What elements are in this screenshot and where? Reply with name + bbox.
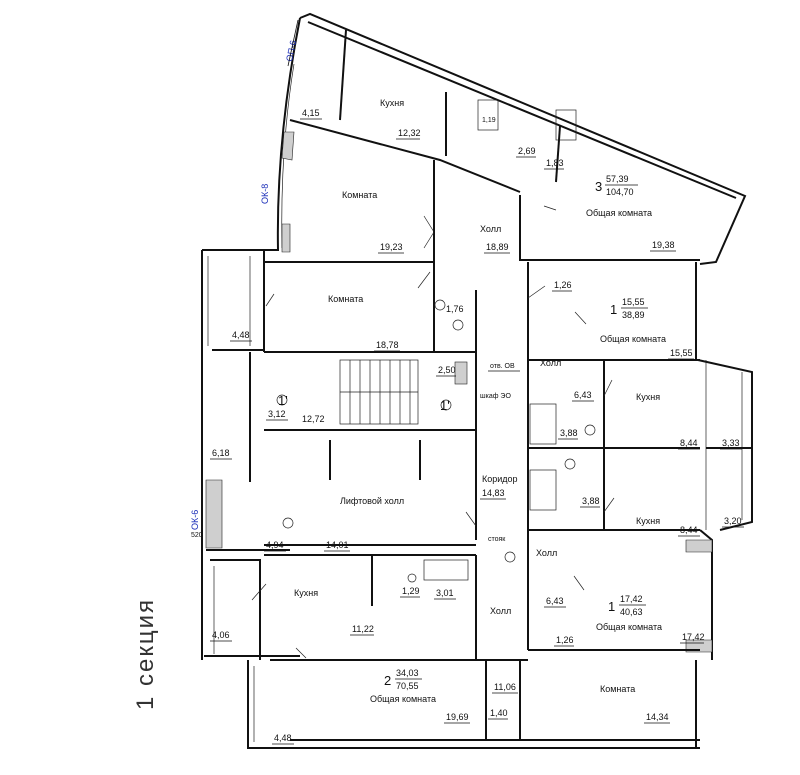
area-common-2: 19,69 [446, 712, 469, 722]
apt1a-total: 38,89 [622, 310, 645, 320]
apt3-total: 104,70 [606, 187, 634, 197]
area-hall-top: 18,89 [486, 242, 509, 252]
area-balcony-r1: 3,33 [722, 438, 740, 448]
area-bath-mid-2: 3,88 [582, 496, 600, 506]
label-otv: отв. ОВ [490, 363, 515, 370]
area-left-6-18: 6,18 [212, 448, 230, 458]
area-bath-top-3: 1,19 [482, 117, 496, 124]
area-room-a: 19,23 [380, 242, 403, 252]
apt1a-living: 15,55 [622, 297, 645, 307]
apt1a-number: 1 [610, 302, 617, 317]
area-balcony-b: 4,48 [232, 330, 250, 340]
area-kitchen-r1: 8,44 [680, 438, 698, 448]
area-kitchen-top: 12,32 [398, 128, 421, 138]
area-balcony-2b: 4,48 [274, 733, 292, 743]
room-kitchen-r1: Кухня [636, 392, 660, 402]
stair-details [276, 359, 516, 563]
axis-mid: ОК-8 [260, 184, 270, 204]
area-room-b: 18,78 [376, 340, 399, 350]
room-corridor: Коридор [482, 474, 518, 484]
area-wc-1b: 6,43 [546, 596, 564, 606]
room-c: Комната [600, 684, 635, 694]
outer-walls [201, 12, 753, 749]
area-bath-2a: 1,29 [402, 586, 420, 596]
area-common-3: 19,38 [652, 240, 675, 250]
area-common-1a: 15,55 [670, 348, 693, 358]
axis-left: ОК-6 [190, 510, 200, 530]
bathroom-fixtures [407, 99, 596, 583]
area-balcony-top: 4,15 [302, 108, 320, 118]
apt3-living: 57,39 [606, 174, 629, 184]
apt2-living: 34,03 [396, 668, 419, 678]
room-common-3: Общая комната [586, 208, 652, 218]
room-lift-hall: Лифтовой холл [340, 496, 404, 506]
lift-label-2: 1' [440, 398, 450, 413]
room-hall-top: Холл [480, 224, 501, 234]
lift-label-1: 1' [278, 393, 288, 408]
area-kitchen-2: 11,22 [352, 624, 374, 634]
room-kitchen-2: Кухня [294, 588, 318, 598]
dim-520: 520 [191, 532, 203, 539]
room-common-1b: Общая комната [596, 622, 662, 632]
area-closet-b: 2,50 [438, 365, 456, 375]
label-shkaf: шкаф ЭО [480, 393, 511, 400]
room-a: Комната [342, 190, 377, 200]
room-b: Комната [328, 294, 363, 304]
label-stoyak: стояк [488, 536, 506, 543]
room-hall-2: Холл [490, 606, 511, 616]
apt1b-living: 17,42 [620, 594, 643, 604]
room-hall-1b: Холл [536, 548, 557, 558]
area-bath-top-1: 1,83 [546, 158, 564, 168]
apt1b-total: 40,63 [620, 607, 643, 617]
room-hall-1a: Холл [540, 358, 561, 368]
room-common-1a: Общая комната [600, 334, 666, 344]
area-vest: 4,94 [266, 540, 284, 550]
area-common-1b: 17,42 [682, 632, 705, 642]
area-bath-b: 1,76 [446, 304, 464, 314]
area-balcony-2: 4,06 [212, 630, 230, 640]
area-stair-1: 3,12 [268, 409, 286, 419]
room-kitchen-top: Кухня [380, 98, 404, 108]
area-balcony-r2: 3,20 [724, 516, 742, 526]
room-kitchen-r2: Кухня [636, 516, 660, 526]
area-room-c: 14,34 [646, 712, 669, 722]
area-bath-mid-1: 3,88 [560, 428, 578, 438]
door-swings [251, 205, 615, 659]
area-bath-1a: 1,26 [554, 280, 572, 290]
area-stair-2: 12,72 [302, 414, 325, 424]
area-wc-1: 6,43 [574, 390, 592, 400]
apt2-number: 2 [384, 673, 391, 688]
interior-walls [264, 29, 700, 740]
area-lift-hall: 14,01 [326, 540, 349, 550]
area-bath-1b: 1,26 [556, 635, 574, 645]
apt1b-number: 1 [608, 599, 615, 614]
area-kitchen-r2: 8,44 [680, 525, 698, 535]
area-corridor: 14,83 [482, 488, 505, 498]
apt3-number: 3 [595, 179, 602, 194]
apt2-total: 70,55 [396, 681, 419, 691]
area-bath-top-2: 2,69 [518, 146, 536, 156]
area-hall-2-small: 1,40 [490, 708, 508, 718]
area-bath-2b: 3,01 [436, 588, 454, 598]
area-hall-2: 11,06 [494, 682, 516, 692]
room-common-2: Общая комната [370, 694, 436, 704]
